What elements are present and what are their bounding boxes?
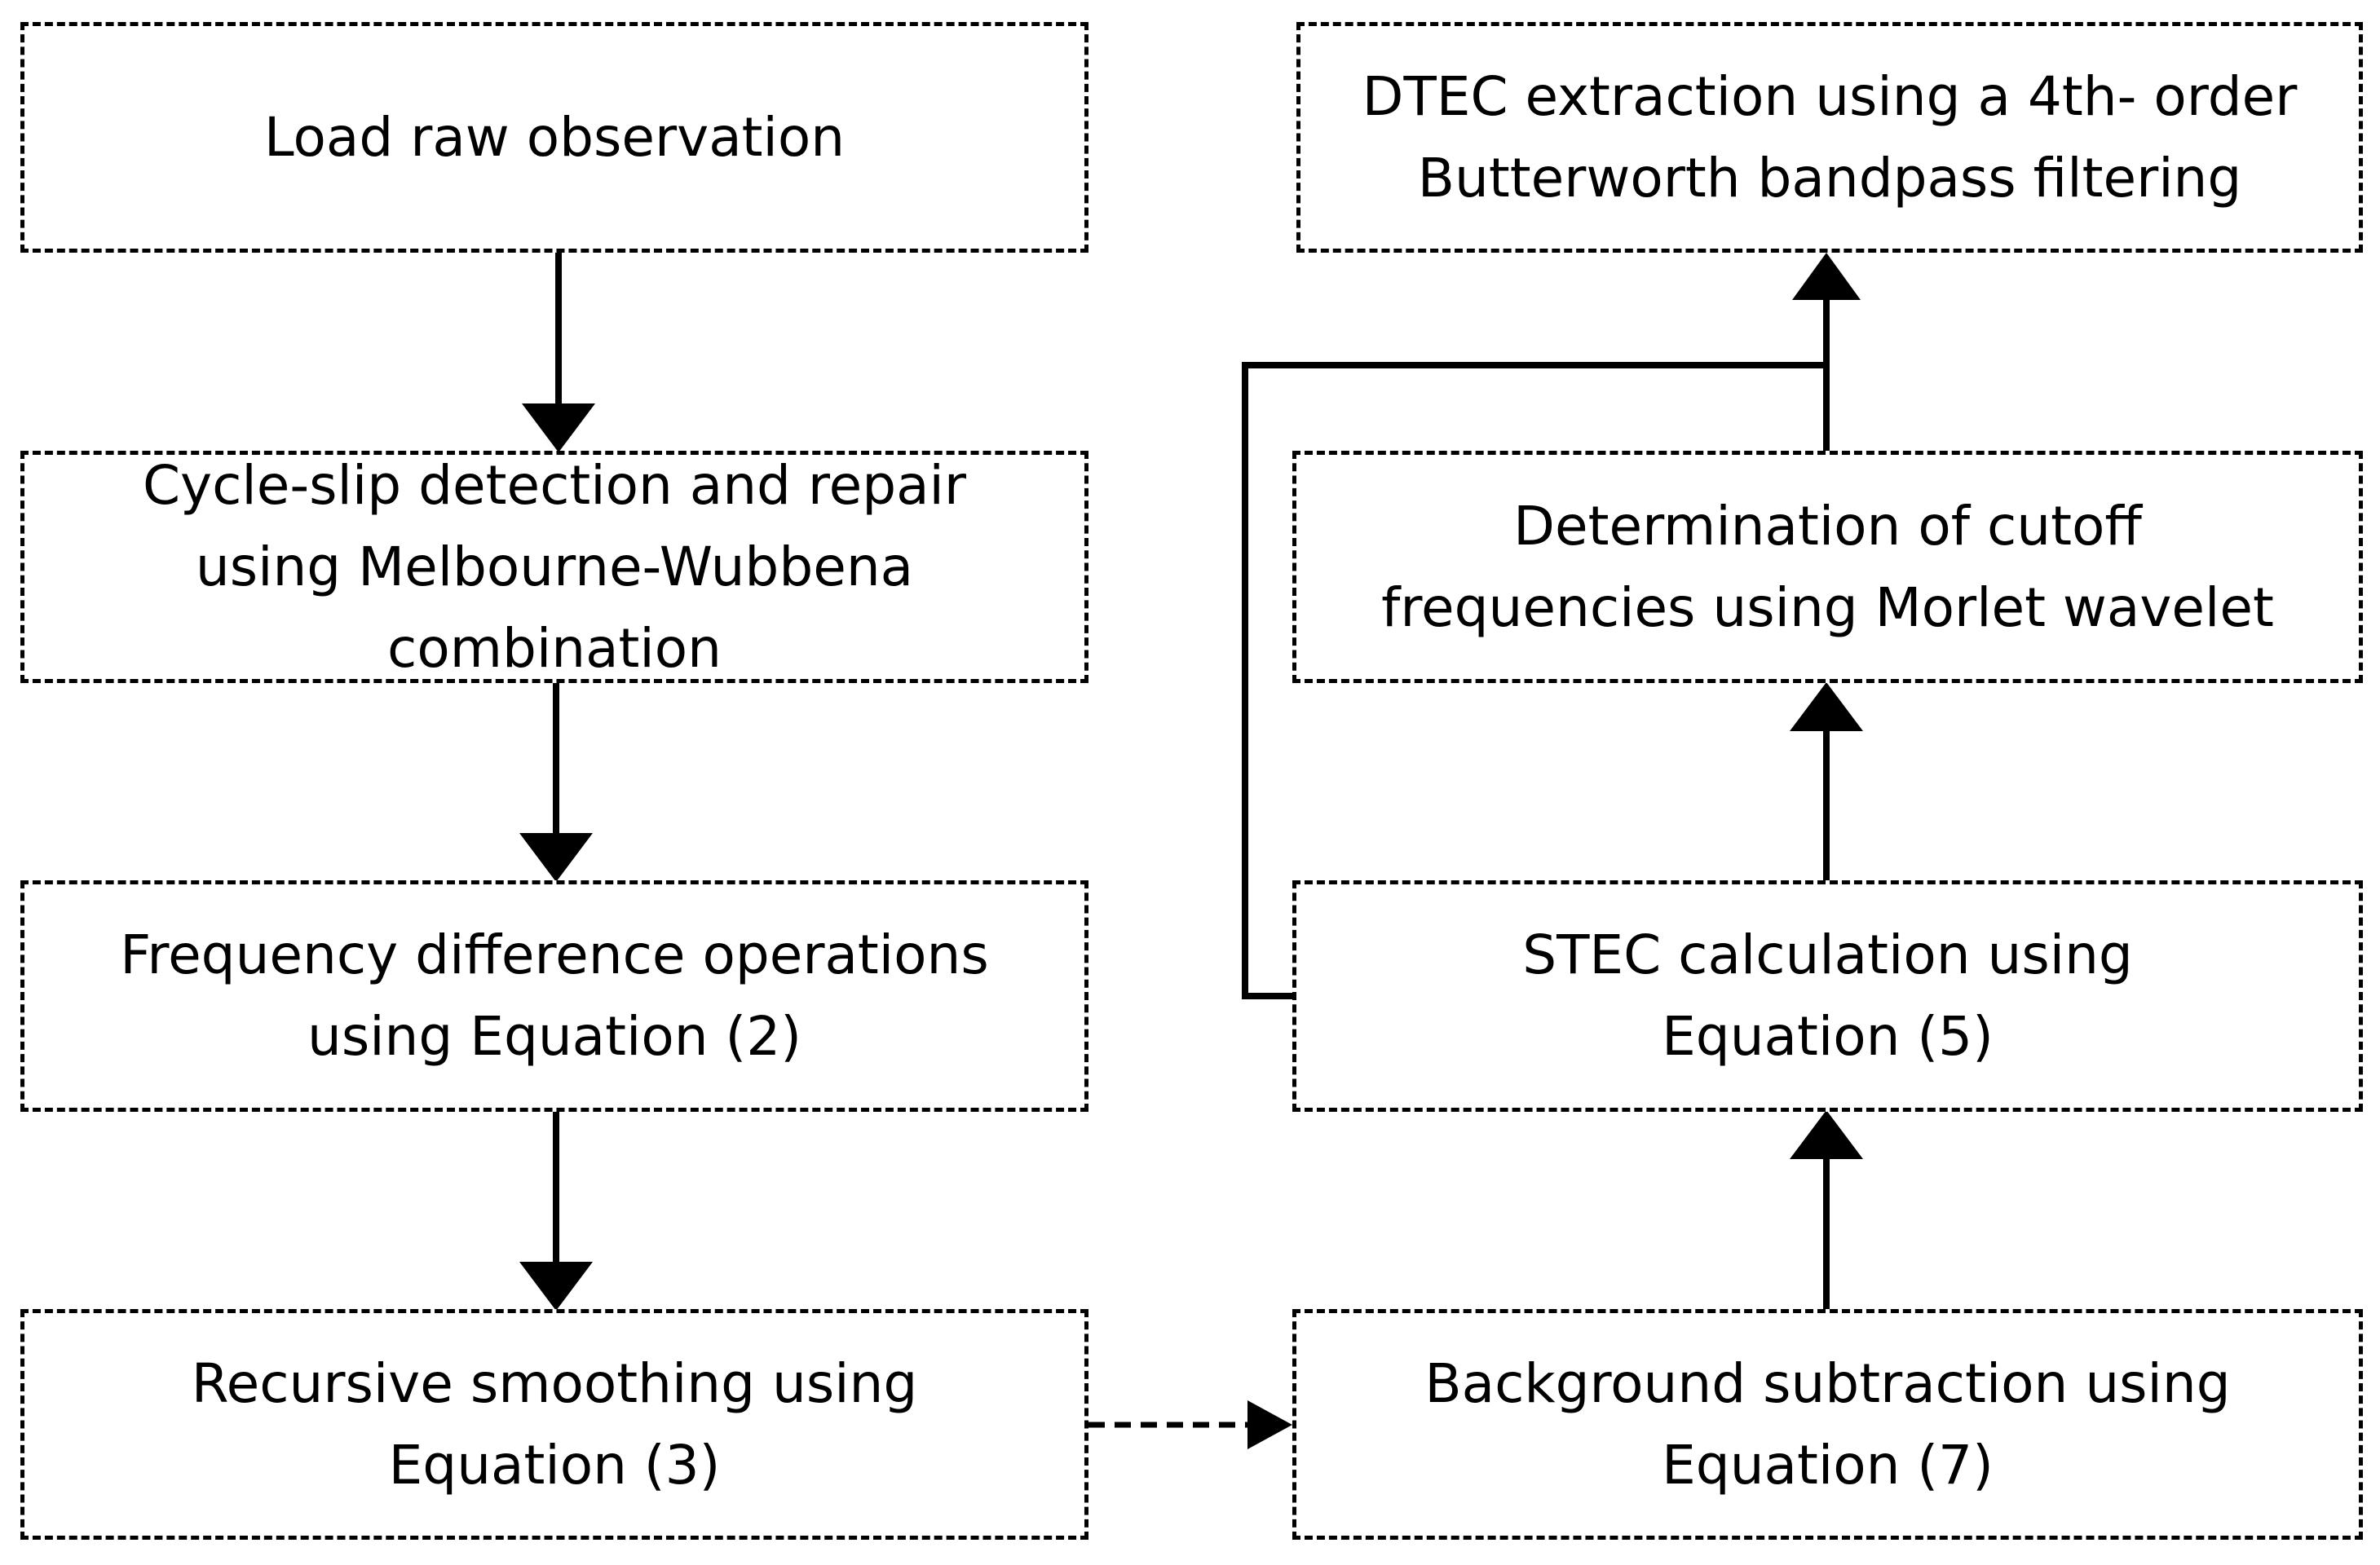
- arrow-load-to-cycle-slip: [522, 253, 595, 452]
- cutoff-frequencies-box: Determination of cutoff frequencies usin…: [1292, 451, 2363, 683]
- box-text-line: combination: [387, 616, 722, 680]
- arrow-recursive-to-background: [1088, 1400, 1292, 1449]
- box-text-line: DTEC extraction using a 4th- order: [1362, 64, 2298, 128]
- box-text-line: Load raw observation: [263, 105, 846, 169]
- arrow-stec-to-cutoff: [1790, 682, 1863, 882]
- box-text-line: Background subtraction using: [1424, 1351, 2231, 1415]
- bypass-line-stec-to-dtec: [1242, 362, 1826, 999]
- box-text-line: Equation (5): [1662, 1005, 1994, 1068]
- arrow-cycle-slip-to-freq-diff: [519, 683, 593, 882]
- load-raw-observation-box: Load raw observation: [20, 22, 1088, 253]
- box-text-line: Determination of cutoff: [1513, 494, 2142, 558]
- box-text-line: Frequency difference operations: [120, 924, 989, 986]
- arrow-background-to-stec: [1790, 1110, 1863, 1310]
- arrow-cutoff-to-dtec: [1792, 253, 1861, 452]
- stec-calculation-box: STEC calculation using Equation (5): [1292, 880, 2363, 1112]
- cycle-slip-box: Cycle-slip detection and repair using Me…: [20, 451, 1088, 683]
- box-text-line: Cycle-slip detection and repair: [142, 453, 967, 517]
- box-text-line: frequencies using Morlet wavelet: [1381, 575, 2274, 639]
- box-text-line: STEC calculation using: [1522, 924, 2133, 986]
- box-text-line: Butterworth bandpass filtering: [1417, 146, 2242, 209]
- arrow-freq-diff-to-recursive: [519, 1112, 593, 1311]
- box-text-line: Equation (3): [388, 1433, 721, 1497]
- recursive-smoothing-box: Recursive smoothing using Equation (3): [20, 1309, 1088, 1540]
- dtec-extraction-box: DTEC extraction using a 4th- order Butte…: [1296, 22, 2363, 253]
- frequency-difference-box: Frequency difference operations using Eq…: [20, 880, 1088, 1112]
- box-text-line: using Melbourne-Wubbena: [195, 535, 914, 598]
- background-subtraction-box: Background subtraction using Equation (7…: [1292, 1309, 2363, 1540]
- box-text-line: Recursive smoothing using: [191, 1351, 918, 1415]
- box-text-line: Equation (7): [1662, 1433, 1994, 1497]
- box-text-line: using Equation (2): [307, 1005, 802, 1068]
